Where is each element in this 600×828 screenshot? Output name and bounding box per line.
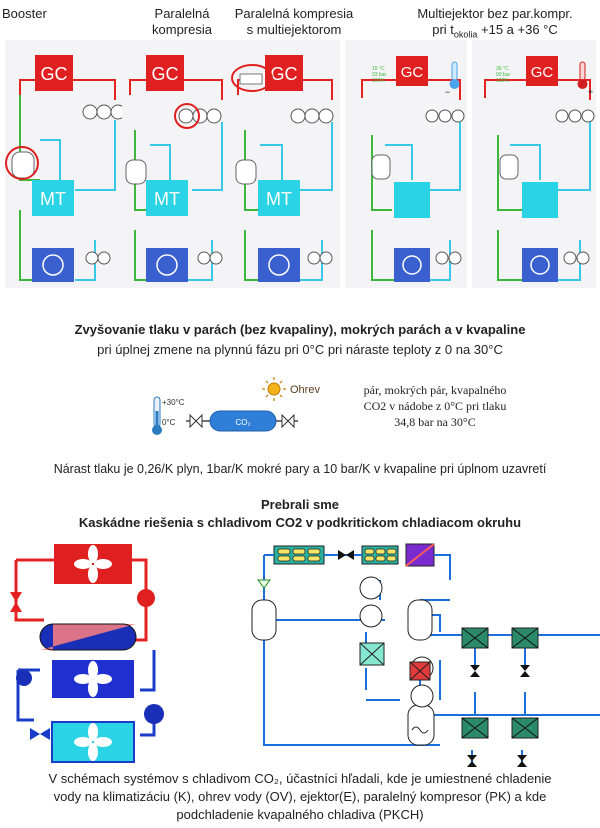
compressor-group <box>359 576 434 708</box>
cascade-schematic-left <box>10 544 164 763</box>
co2-system-schematic-right <box>251 543 600 767</box>
sun-heat-icon <box>262 377 286 401</box>
title-multiejector: Paralelná kompresia s multiejektorom <box>224 6 364 38</box>
temp-minus-sign: − <box>445 87 450 97</box>
panel-ambient-15: GC 15 °C 33 bar 100% − <box>345 40 467 288</box>
gc-label: GC <box>531 64 554 81</box>
valve-left-icon <box>189 413 203 429</box>
highlight-circle <box>5 146 39 180</box>
accumulator-vessel <box>407 704 435 746</box>
title-noparallel-line1: Multiejektor bez par.kompr. <box>417 6 573 21</box>
title-parallel-line1: Paralelná <box>154 6 210 21</box>
title-multiejector-line2: s multiejektorom <box>246 22 342 37</box>
compressor-blue <box>144 704 164 724</box>
valve-right-icon <box>281 413 295 429</box>
gc-pressure-label: 33 bar <box>372 72 387 78</box>
system-schematics-figure: Booster Paralelná kompresia Paralelná ko… <box>0 0 600 300</box>
valve-icon <box>338 550 346 560</box>
valve-blue-icon <box>30 728 40 740</box>
assignment-line3: podchladenie kvapalného chladiva (PKCH) <box>176 807 424 822</box>
heat-label: Ohrev <box>290 384 320 396</box>
title-parallel-line2: kompresia <box>152 22 212 37</box>
co2-vessel <box>209 410 277 432</box>
mt-block <box>32 180 74 216</box>
title-noparallel-line2: pri tokolia +15 a +36 °C <box>432 22 558 40</box>
vessel-note: pár, mokrých pár, kvapalného CO2 v nádob… <box>350 382 520 430</box>
title-parallel: Paralelná kompresia <box>140 6 224 38</box>
pressure-rise-subtitle: pri úplnej zmene na plynnú fázu pri 0°C … <box>97 342 503 357</box>
assignment-line2: vody na klimatizáciu (K), ohrev vody (OV… <box>53 789 547 804</box>
vessel-label: CO₂ <box>235 418 250 427</box>
valve-red-icon <box>10 592 22 602</box>
panel-parallel: GC MT <box>122 40 230 288</box>
vessel-note-line1: pár, mokrých pár, kvapalného <box>363 383 507 397</box>
schematics-svg: GC MT <box>5 40 596 288</box>
compressor-red <box>137 589 155 607</box>
gc-percent-label: 100% <box>496 78 509 84</box>
gc-temp-label: 36 °C <box>496 66 509 72</box>
separator-vessel <box>407 599 433 641</box>
pump-blue <box>16 670 32 686</box>
panel-booster: GC MT <box>5 40 127 288</box>
gc-label: GC <box>41 64 68 84</box>
gc-pressure-label: 90 bar <box>496 72 511 78</box>
gc-label: GC <box>271 64 298 84</box>
gc-temp-label: 15 °C <box>372 66 385 72</box>
mt-label: MT <box>154 189 180 209</box>
section-title-cascade: Kaskádne riešenia s chladivom CO2 v podk… <box>78 515 522 530</box>
thermo-bottom-label: 0°C <box>162 418 176 427</box>
check-valve-icon <box>257 579 271 589</box>
gc-block <box>35 55 73 91</box>
assignment-line1: V schémach systémov s chladivom CO₂, úča… <box>48 771 552 786</box>
lt-block <box>32 248 74 282</box>
panel-multiejector: GC MT <box>230 40 340 288</box>
title-multiejector-no-parallel: Multiejektor bez par.kompr. pri tokolia … <box>392 6 598 43</box>
gc-label: GC <box>152 64 179 84</box>
mt-label: MT <box>266 189 292 209</box>
assignment-description: V schémach systémov s chladivom CO₂, úča… <box>20 770 580 824</box>
temp-plus-sign: + <box>588 87 593 97</box>
panel-ambient-36: GC 36 °C 90 bar 100% + <box>472 40 596 288</box>
title-booster: Booster <box>2 6 47 21</box>
mt-label: MT <box>40 189 66 209</box>
pressure-rise-title: Zvyšovanie tlaku v parách (bez kvapaliny… <box>74 322 526 337</box>
section-title-covered: Prebrali sme <box>260 497 340 512</box>
receiver-vessel <box>251 599 277 641</box>
co2-vessel-illustration: +30°C 0°C CO₂ Ohrev <box>152 377 320 435</box>
gc-label: GC <box>401 64 424 81</box>
title-multiejector-line1: Paralelná kompresia <box>234 6 354 21</box>
thermo-top-label: +30°C <box>162 398 185 407</box>
pressure-rise-statement: Nárast tlaku je 0,26/K plyn, 1bar/K mokr… <box>53 462 547 476</box>
evaporator-group <box>461 627 539 739</box>
vessel-note-line3: 34,8 bar na 30°C <box>394 415 476 429</box>
gc-percent-label: 100% <box>372 78 385 84</box>
vessel-note-line2: CO2 v nádobe z 0°C pri tlaku <box>363 399 507 413</box>
